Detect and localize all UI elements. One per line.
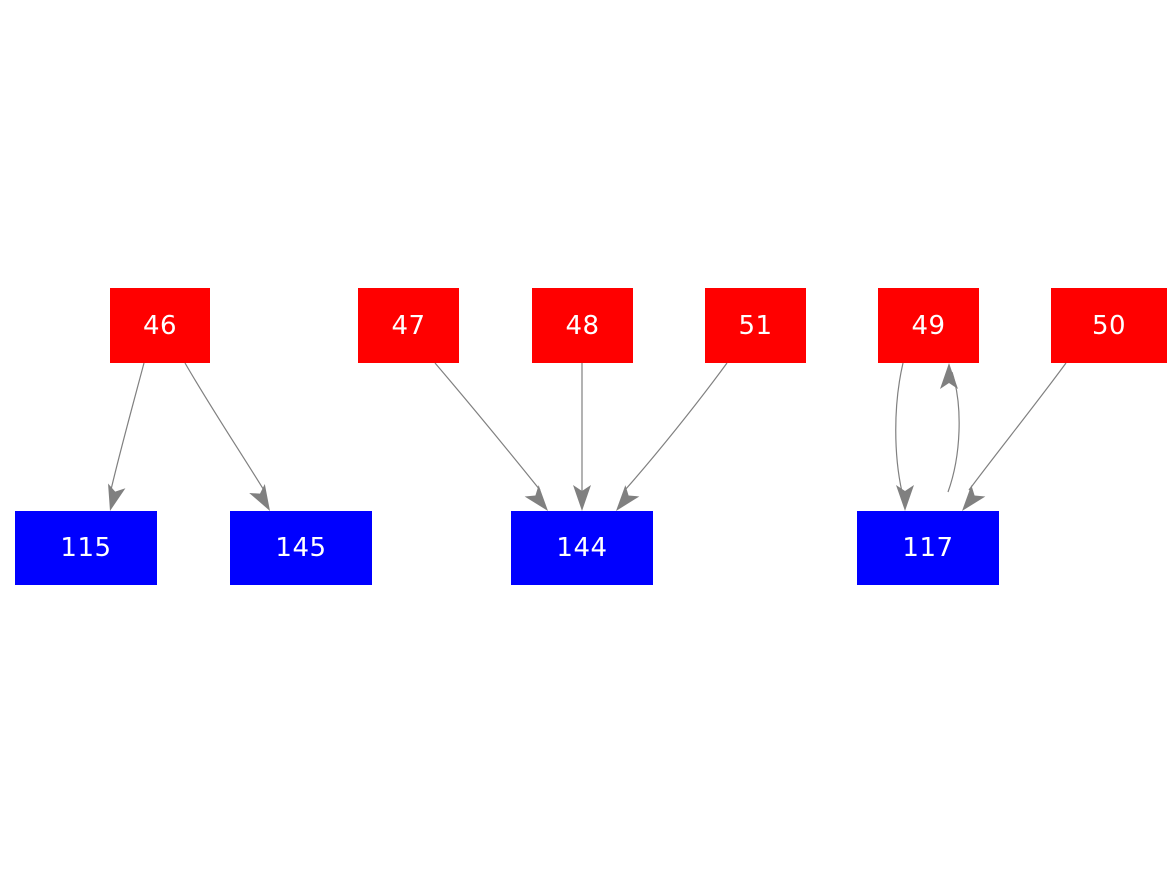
node-144[interactable]: 144 <box>511 511 653 585</box>
node-label-115: 115 <box>60 533 112 563</box>
node-label-51: 51 <box>738 310 773 341</box>
node-label-145: 145 <box>275 533 327 563</box>
node-label-47: 47 <box>391 310 426 341</box>
node-label-117: 117 <box>902 533 954 563</box>
edge-47-to-144 <box>434 362 548 511</box>
node-label-48: 48 <box>565 310 600 341</box>
node-51[interactable]: 51 <box>705 288 806 363</box>
edge-46-to-145 <box>184 362 270 511</box>
node-label-50: 50 <box>1091 310 1127 341</box>
edge-48-to-144 <box>573 363 591 511</box>
edge-117-to-49 <box>940 363 960 493</box>
node-115[interactable]: 115 <box>15 511 157 585</box>
node-48[interactable]: 48 <box>532 288 633 363</box>
arrowhead <box>940 363 958 389</box>
edge-50-to-117 <box>962 362 1067 511</box>
node-47[interactable]: 47 <box>358 288 459 363</box>
node-label-46: 46 <box>142 310 178 341</box>
edge-49-to-117 <box>895 362 914 511</box>
node-46[interactable]: 46 <box>110 288 210 363</box>
node-145[interactable]: 145 <box>230 511 372 585</box>
node-label-144: 144 <box>556 533 608 563</box>
node-49[interactable]: 49 <box>878 288 979 363</box>
node-117[interactable]: 117 <box>857 511 999 585</box>
arrowhead <box>896 485 914 511</box>
edge-51-to-144 <box>616 362 728 511</box>
edge-46-to-115 <box>108 362 145 511</box>
arrowhead <box>108 483 126 511</box>
node-50[interactable]: 50 <box>1051 288 1167 363</box>
arrowhead <box>573 485 591 511</box>
node-label-49: 49 <box>911 310 946 341</box>
